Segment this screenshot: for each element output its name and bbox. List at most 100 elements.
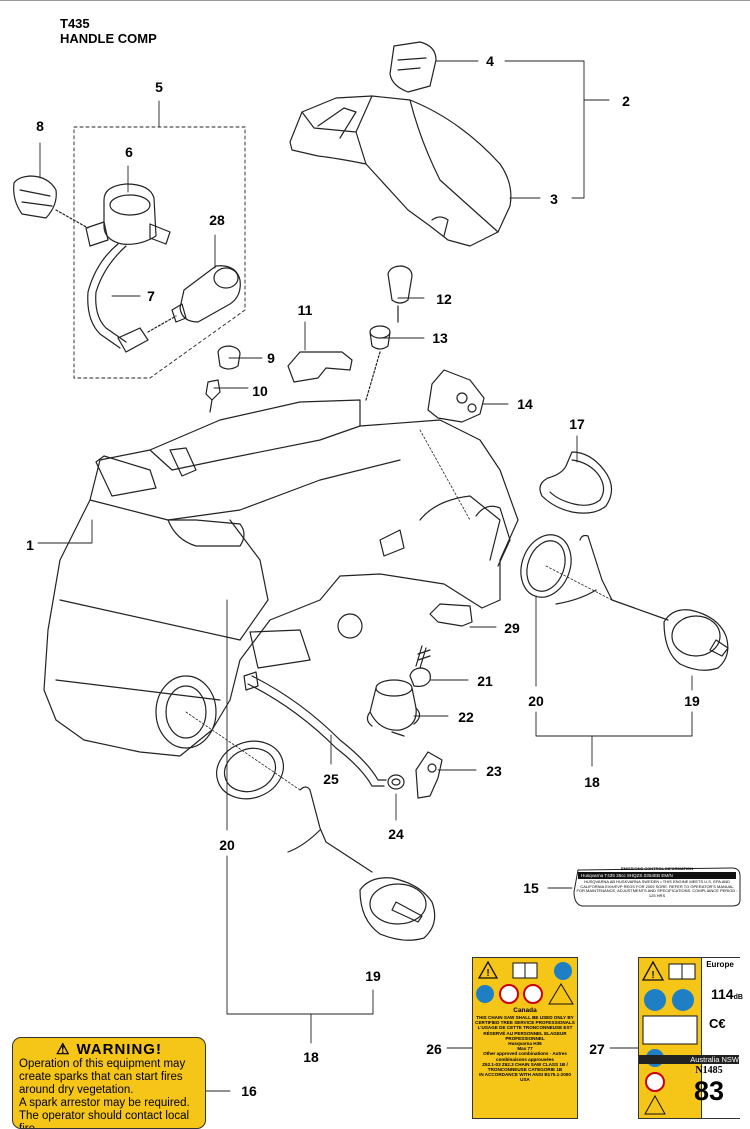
assembly-lines xyxy=(185,429,613,791)
callout-2: 2 xyxy=(622,93,630,109)
canada-warning-text: THIS CHAIN SAW SHALL BE USED ONLY BY CER… xyxy=(475,1015,575,1041)
canada-heading: Canada xyxy=(513,1007,537,1014)
callout-4: 4 xyxy=(486,53,494,69)
emissions-heading: EMISSIONS CONTROL INFORMATION xyxy=(620,866,694,871)
part-22-boot xyxy=(366,679,421,737)
part-4-lock xyxy=(389,41,437,93)
canada-csa: Z62.1-03 Z62.3 CHAIN SAW CLASS 1B / TRON… xyxy=(482,1061,568,1073)
part-15-emissions-decal: EMISSIONS CONTROL INFORMATION Husqvarna … xyxy=(572,866,742,908)
part-12-knob xyxy=(387,265,413,323)
part-19-cap-lower xyxy=(287,786,436,941)
callout-20-lower: 20 xyxy=(219,837,235,853)
callout-11: 11 xyxy=(297,302,313,318)
warning-triangle-icon: ⚠ xyxy=(56,1041,71,1058)
callout-23: 23 xyxy=(486,763,502,779)
callout-19-lower: 19 xyxy=(365,968,381,984)
warning-line: create sparks that can start fires xyxy=(19,1071,183,1083)
callout-29: 29 xyxy=(504,620,520,636)
n-number: N1485 xyxy=(695,1065,723,1076)
part-27-eu-decal: ! Europe 114dB C€ Australia NSW N1485 83 xyxy=(638,957,743,1119)
group-box-5 xyxy=(73,126,246,379)
callout-16: 16 xyxy=(241,1083,257,1099)
callout-21: 21 xyxy=(477,673,493,689)
callout-26: 26 xyxy=(426,1041,442,1057)
canada-model: Husqvarna H36 xyxy=(508,1041,542,1047)
part-17-seal xyxy=(539,451,613,514)
emissions-text: HUSQVARNA AB HUSKVARNA SWEDEN • THIS ENG… xyxy=(576,879,738,898)
part-16-warning-label: ⚠ WARNING! Operation of this equipment ma… xyxy=(12,1037,206,1129)
noise-value: 83 xyxy=(693,1076,725,1106)
eu-region: Europe xyxy=(706,960,734,969)
part-19-cap-upper xyxy=(555,534,729,671)
eu-decal-icons: ! xyxy=(641,960,698,1115)
part-25-hose xyxy=(243,671,387,787)
canada-text: THIS CHAIN SAW SHALL BE USED ONLY BY CER… xyxy=(475,1015,575,1083)
part-26-canada-decal: ! Canada THIS CHAIN SAW SHALL BE USED ON… xyxy=(472,957,578,1119)
part-13-grommet xyxy=(365,325,391,401)
eu-lwa: 114dB xyxy=(711,986,743,1002)
callout-5: 5 xyxy=(155,79,163,95)
callout-1: 1 xyxy=(26,537,34,553)
part-29-bracket xyxy=(429,603,473,627)
model-name: T435 xyxy=(60,16,90,31)
part-20-seal-upper xyxy=(520,534,572,598)
callout-22: 22 xyxy=(458,709,474,725)
canada-usa: USA xyxy=(520,1077,530,1083)
callout-20-upper: 20 xyxy=(528,693,544,709)
diagram-title: T435 HANDLE COMP xyxy=(60,16,157,46)
decal-icons: ! xyxy=(476,960,574,1005)
svg-text:!: ! xyxy=(651,970,654,981)
part-1-handle-housing xyxy=(43,399,519,757)
callout-10: 10 xyxy=(252,383,268,399)
canada-max: Max 77 xyxy=(517,1046,533,1052)
callout-6: 6 xyxy=(125,144,133,160)
callout-7: 7 xyxy=(147,288,155,304)
callout-25: 25 xyxy=(323,771,339,787)
warning-text: Operation of this equipment may create s… xyxy=(13,1058,205,1129)
part-24-washer xyxy=(387,774,405,790)
section-name: HANDLE COMP xyxy=(60,31,157,46)
callout-15: 15 xyxy=(523,880,539,896)
top-border xyxy=(0,0,750,1)
part-10-screw xyxy=(205,379,221,413)
warning-line: A spark arrestor may be required. xyxy=(19,1097,190,1109)
callout-24: 24 xyxy=(388,826,404,842)
warning-line: The operator should contact local fire xyxy=(19,1110,190,1129)
canada-combos: Other approved combinations · Autres com… xyxy=(483,1051,567,1062)
callout-8: 8 xyxy=(36,118,44,134)
part-9-cap xyxy=(217,345,241,370)
callout-12: 12 xyxy=(436,291,452,307)
ce-mark: C€ xyxy=(709,1016,726,1031)
part-3-top-cover xyxy=(289,95,512,247)
callout-28: 28 xyxy=(209,212,225,228)
callout-9: 9 xyxy=(267,350,275,366)
part-23-valve xyxy=(415,751,443,799)
part-21-screw xyxy=(409,645,431,687)
svg-text:!: ! xyxy=(486,968,489,979)
leader-lines xyxy=(37,60,693,1092)
warning-heading: ⚠ WARNING! xyxy=(13,1040,205,1058)
australia-bar: Australia NSW xyxy=(639,1055,739,1064)
callout-19-upper: 19 xyxy=(684,693,700,709)
part-6-grommet xyxy=(85,183,171,247)
callout-17: 17 xyxy=(569,416,585,432)
warning-line: around dry vegetation. xyxy=(19,1084,134,1096)
part-7-hose xyxy=(87,243,177,353)
eu-decal-white-panel xyxy=(701,958,740,1118)
canada-ansi: IN ACCORDANCE WITH ANSI B175.1-2000 xyxy=(479,1072,571,1078)
callout-13: 13 xyxy=(432,330,448,346)
part-11-clip xyxy=(287,351,353,383)
part-28-filter xyxy=(171,265,241,323)
callout-18-upper: 18 xyxy=(584,774,600,790)
part-14-mount xyxy=(427,369,485,423)
warning-heading-text: WARNING! xyxy=(76,1041,162,1058)
emissions-model-bar: Husqvarna T435 35cc 8HQZS.0354EB EM/N xyxy=(578,872,736,879)
callout-27: 27 xyxy=(589,1041,605,1057)
part-20-seal-lower xyxy=(216,740,284,800)
callout-18-lower: 18 xyxy=(303,1049,319,1065)
callout-3: 3 xyxy=(550,191,558,207)
part-8-cap xyxy=(13,175,89,229)
warning-line: Operation of this equipment may xyxy=(19,1058,186,1070)
callout-14: 14 xyxy=(517,396,533,412)
